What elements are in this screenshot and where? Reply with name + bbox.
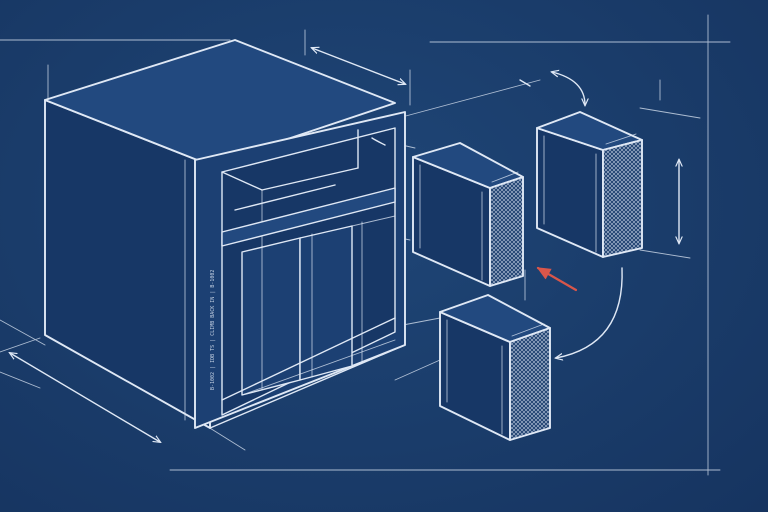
enclosure-cabinet: B-1002 | IDB TS | CLIMB BACK IN | B-1002 — [44, 39, 406, 429]
insertion-arrow-red — [536, 266, 578, 292]
dimension-lines — [10, 48, 679, 442]
motion-arrows — [371, 72, 623, 358]
side-label: B-1002 | IDB TS | CLIMB BACK IN | B-1002 — [210, 270, 216, 390]
filter-cartridge-3 — [439, 294, 551, 441]
filter-cartridge-2 — [536, 111, 643, 258]
filter-cartridge-1 — [412, 142, 524, 287]
